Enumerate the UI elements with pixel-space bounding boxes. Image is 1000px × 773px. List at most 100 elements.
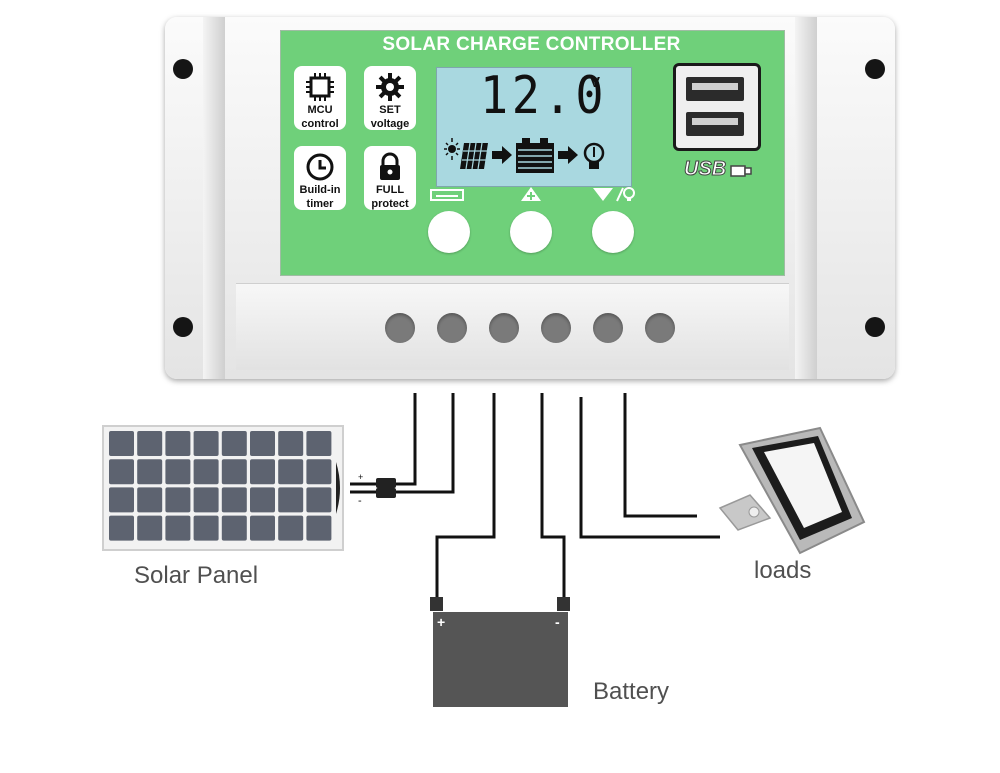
feature-full-protect: FULL protect — [364, 146, 416, 210]
feature-label: protect — [371, 198, 409, 210]
feature-label: FULL — [375, 184, 405, 196]
feature-label: control — [301, 118, 339, 130]
svg-text:-: - — [555, 614, 560, 630]
terminal-screw — [437, 313, 467, 343]
terminal-screw — [593, 313, 623, 343]
terminal-strip — [236, 283, 789, 370]
lcd-flow-icons — [444, 138, 605, 173]
solar-cell — [306, 459, 332, 485]
solar-cell — [165, 515, 191, 541]
gear-icon — [376, 73, 404, 101]
solar-cell — [193, 515, 219, 541]
solar-cell — [306, 431, 332, 456]
sun-icon — [444, 138, 460, 160]
feature-set-voltage: SET voltage — [364, 66, 416, 130]
clock-icon — [306, 153, 334, 181]
terminal-screw — [385, 313, 415, 343]
solar-cell — [109, 515, 134, 541]
solar-panel — [102, 425, 344, 551]
battery-icon — [516, 138, 554, 173]
usb-label: USB — [683, 158, 727, 181]
solar-cell — [165, 431, 191, 456]
terminal-screw — [645, 313, 675, 343]
housing-rib — [795, 17, 817, 379]
solar-cell — [137, 431, 163, 456]
solar-cell — [137, 459, 163, 485]
solar-cell — [137, 487, 163, 513]
lock-icon — [380, 152, 400, 180]
solar-cell — [165, 487, 191, 513]
solar-cell — [109, 487, 134, 513]
floodlight — [718, 426, 866, 555]
solar-cell — [278, 515, 304, 541]
chip-icon — [306, 73, 334, 101]
controller-title: SOLAR CHARGE CONTROLLER — [382, 34, 681, 55]
solar-panel-icon — [460, 142, 488, 170]
svg-text:+: + — [358, 472, 363, 482]
flow-arrow-icon — [558, 146, 578, 164]
battery-label: Battery — [593, 678, 670, 705]
battery: + - — [430, 597, 570, 707]
mounting-hole — [173, 59, 193, 79]
mc4-connector: + - — [358, 472, 396, 507]
solar-cell — [278, 431, 304, 456]
usb-slot — [686, 112, 744, 136]
lcd-voltage-unit: V — [590, 74, 601, 91]
solar-cell — [250, 431, 275, 456]
mounting-hole — [865, 317, 885, 337]
solar-cell — [221, 515, 247, 541]
feature-build-in-timer: Build-in timer — [294, 146, 346, 210]
terminal-screw — [541, 313, 571, 343]
down-load-icon — [593, 187, 635, 202]
solar-cell — [221, 487, 247, 513]
loads-label: loads — [754, 557, 812, 584]
solar-cell — [137, 515, 163, 541]
solar-cell — [221, 431, 247, 456]
mounting-hole — [865, 59, 885, 79]
wire-load-positive — [623, 393, 697, 518]
svg-text:+: + — [437, 614, 445, 630]
feature-label: voltage — [370, 118, 410, 130]
feature-mcu-control: MCU control — [294, 66, 346, 130]
solar-cell — [250, 487, 275, 513]
feature-label: Build-in — [299, 184, 341, 196]
usb-port — [673, 63, 761, 151]
usb-plug-icon — [730, 165, 752, 177]
wire-load-negative — [579, 397, 720, 539]
solar-cell — [278, 487, 304, 513]
up-plus-icon — [521, 187, 541, 201]
solar-cell — [221, 459, 247, 485]
solar-cell — [109, 459, 134, 485]
menu-button[interactable] — [428, 211, 470, 253]
terminal-screw — [489, 313, 519, 343]
solar-cell — [193, 459, 219, 485]
mounting-hole — [173, 317, 193, 337]
solar-cell — [250, 459, 275, 485]
feature-label: MCU — [307, 104, 333, 116]
solar-cell — [193, 487, 219, 513]
housing-rib — [203, 17, 225, 379]
solar-cell — [306, 487, 332, 513]
solar-cell — [193, 431, 219, 456]
down-button[interactable] — [592, 211, 634, 253]
bulb-icon — [583, 142, 605, 169]
solar-cell — [109, 431, 134, 456]
solar-cell — [165, 459, 191, 485]
feature-label: SET — [379, 104, 401, 116]
wire-battery-negative — [540, 393, 566, 600]
svg-text:-: - — [358, 495, 362, 507]
wire-battery-positive — [435, 393, 496, 600]
feature-label: timer — [306, 198, 334, 210]
wire-solar-negative — [350, 393, 455, 494]
up-button[interactable] — [510, 211, 552, 253]
wire-solar-positive — [350, 393, 417, 486]
solar-panel-label: Solar Panel — [134, 562, 259, 589]
solar-cell — [306, 515, 332, 541]
lcd-voltage-value: 12.0 — [480, 66, 608, 126]
solar-cell — [250, 515, 275, 541]
usb-slot — [686, 77, 744, 101]
menu-icon — [430, 189, 464, 201]
solar-cell — [278, 459, 304, 485]
flow-arrow-icon — [492, 146, 512, 164]
